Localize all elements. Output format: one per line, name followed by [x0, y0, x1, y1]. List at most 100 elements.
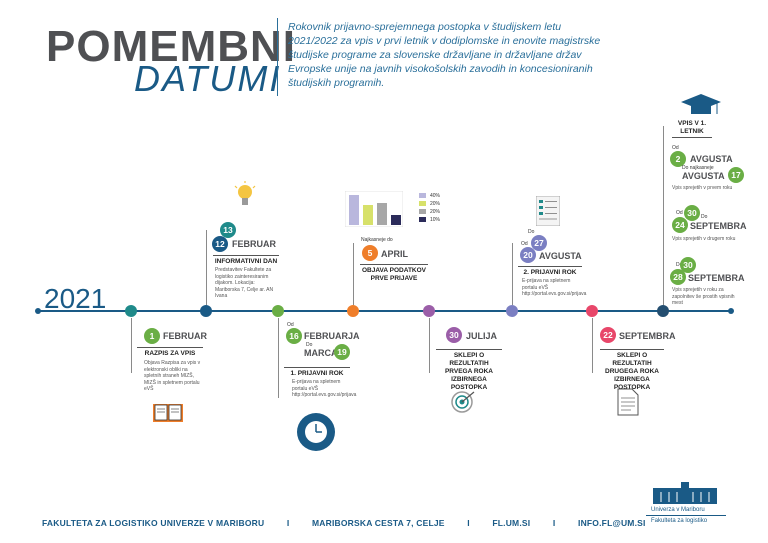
clock-icon: [297, 413, 335, 451]
logo-university: Univerza v Mariboru: [651, 507, 705, 513]
footer-separator: I: [286, 518, 290, 528]
book-icon: [153, 404, 183, 422]
date-badge: 27: [531, 235, 547, 251]
footer-separator: I: [467, 518, 470, 528]
intro-text: Rokovnik prijavno-sprejemnega postopka v…: [288, 21, 601, 89]
to-label: Do: [676, 262, 682, 268]
connector-5: [429, 318, 430, 373]
from-label: Od: [676, 210, 683, 216]
timeline-dot-6: [506, 305, 518, 317]
month-label: AVGUSTA: [690, 154, 733, 164]
event-heading: VPIS V 1. LETNIK: [672, 120, 712, 138]
date-badge: 30: [684, 205, 700, 221]
date-badge: 28: [670, 269, 686, 285]
page-subtitle: DATUMI: [134, 58, 282, 99]
event-description: E-prijava na spletnem portalu eVŠ http:/…: [292, 379, 357, 398]
date-badge: 5: [362, 245, 378, 261]
month-label: APRIL: [381, 249, 408, 259]
month-label: AVGUSTA: [539, 251, 582, 261]
page-title: POMEMBNI: [46, 22, 296, 71]
month-label: FEBRUAR: [232, 239, 276, 249]
to-label: Do: [306, 342, 313, 348]
timeline-dot-1: [125, 305, 137, 317]
timeline-dot-5: [423, 305, 435, 317]
from-label: Od: [287, 322, 294, 328]
connector-7: [592, 318, 593, 373]
event-heading: 2. PRIJAVNI ROK: [518, 266, 582, 277]
month-label: SEPTEMBRA: [619, 331, 676, 341]
timeline-line: [38, 310, 731, 312]
timeline-start: [35, 308, 41, 314]
event-description: Vpis sprejetih v drugem roku: [672, 236, 736, 242]
logo-divider: [646, 515, 726, 516]
legend-value: 20%: [430, 201, 441, 207]
event-heading: INFORMATIVNI DAN: [213, 255, 279, 266]
timeline-dot-4: [347, 305, 359, 317]
month-label: FEBRUARJA: [304, 331, 360, 341]
timeline-dot-3: [272, 305, 284, 317]
date-badge: 1: [144, 328, 160, 344]
document-icon: [617, 388, 639, 416]
month-label: FEBRUAR: [163, 331, 207, 341]
logo-faculty: Fakulteta za logistiko: [651, 518, 708, 524]
date-badge: 17: [728, 167, 744, 183]
legend-value: 10%: [430, 217, 441, 223]
event-description: Predstavitev Fakultete za logistiko zain…: [215, 267, 274, 299]
university-logo-icon: [653, 482, 717, 504]
bar-chart-icon: [345, 191, 403, 227]
timeline-dot-8: [657, 305, 669, 317]
footer-email-link[interactable]: INFO.FL@UM.SI: [578, 518, 646, 528]
event-heading: 1. PRIJAVNI ROK: [284, 367, 350, 378]
footer-address: MARIBORSKA CESTA 7, CELJE: [312, 518, 445, 528]
date-badge: 20: [520, 247, 536, 263]
date-badge: 19: [334, 344, 350, 360]
to-label: Do: [528, 229, 535, 235]
year-label: 2021: [44, 283, 107, 314]
event-description: Vpis sprejetih v prvem roku: [672, 185, 733, 191]
event-heading: OBJAVA PODATKOV PRVE PRIJAVE: [360, 264, 428, 283]
footer-faculty: FAKULTETA ZA LOGISTIKO UNIVERZE V MARIBO…: [42, 518, 265, 528]
lightbulb-icon: [234, 181, 256, 205]
deadline-label: Najkasneje do: [361, 237, 393, 243]
graduation-cap-icon: [681, 94, 721, 114]
date-badge: 30: [446, 327, 462, 343]
date-badge: 2: [670, 151, 686, 167]
deadline-label: Do najkasneje: [682, 165, 714, 171]
connector-8: [663, 126, 664, 305]
date-badge: 24: [672, 217, 688, 233]
target-icon: [451, 391, 475, 413]
event-description: E-prijava na spletnem portalu eVŠ http:/…: [522, 278, 587, 297]
date-badge: 16: [286, 328, 302, 344]
form-icon: [536, 196, 560, 226]
event-heading: RAZPIS ZA VPIS: [137, 347, 203, 358]
event-description: Objava Razpisa za vpis v elektronski obl…: [144, 360, 201, 392]
header-divider: [277, 18, 278, 96]
connector-4: [353, 243, 354, 305]
date-badge: 12: [212, 236, 228, 252]
legend-value: 40%: [430, 193, 441, 199]
legend-swatches: [419, 193, 426, 222]
event-description: Vpis sprejetih v roku za zapolnitev še p…: [672, 287, 735, 306]
date-badge: 13: [220, 222, 236, 238]
date-badge: 30: [680, 257, 696, 273]
date-badge: 22: [600, 327, 616, 343]
footer: FAKULTETA ZA LOGISTIKO UNIVERZE V MARIBO…: [42, 518, 666, 528]
timeline-dot-7: [586, 305, 598, 317]
from-label: Od: [521, 241, 528, 247]
legend-value: 20%: [430, 209, 441, 215]
connector-2: [206, 230, 207, 305]
footer-web-link[interactable]: FL.UM.SI: [492, 518, 531, 528]
timeline-end: [728, 308, 734, 314]
event-heading: SKLEPI O REZULTATIH DRUGEGA ROKA IZBIRNE…: [600, 349, 664, 392]
month-label: JULIJA: [466, 331, 498, 341]
timeline-dot-2: [200, 305, 212, 317]
month-label: SEPTEMBRA: [690, 221, 747, 231]
connector-6: [512, 243, 513, 305]
connector-3: [278, 318, 279, 398]
to-label: Do: [701, 214, 708, 220]
event-heading: SKLEPI O REZULTATIH PRVEGA ROKA IZBIRNEG…: [436, 349, 502, 392]
footer-separator: I: [552, 518, 556, 528]
from-label: Od: [672, 145, 679, 151]
connector-1: [131, 318, 132, 373]
month-label: AVGUSTA: [682, 171, 725, 181]
